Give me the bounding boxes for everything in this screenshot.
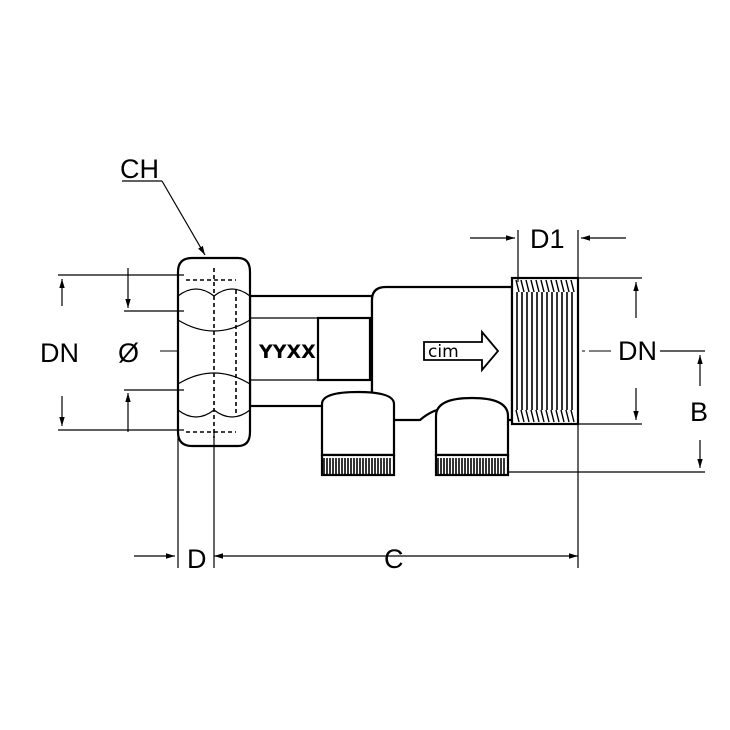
brand-arrow-marking: cim [423, 329, 500, 373]
ch-leader-arrow [161, 180, 206, 256]
code-marking: YYXX [258, 341, 316, 363]
label-c: C [384, 544, 404, 574]
extension-lines [58, 230, 705, 568]
label-diameter: Ø [118, 338, 139, 368]
threaded-end [510, 276, 580, 426]
label-d: D [187, 544, 207, 574]
label-dn-left: DN [40, 338, 79, 368]
brand-logo: cim [428, 342, 459, 362]
outlet-port-left [320, 390, 396, 477]
label-b: B [690, 397, 708, 427]
dimension-lines [59, 235, 703, 559]
label-dn-right: DN [618, 336, 657, 366]
label-d1: D1 [530, 224, 565, 254]
pipe-stem [248, 294, 374, 408]
hex-nut [176, 256, 252, 448]
label-ch: CH [120, 154, 159, 184]
outlet-port-right [434, 396, 510, 477]
